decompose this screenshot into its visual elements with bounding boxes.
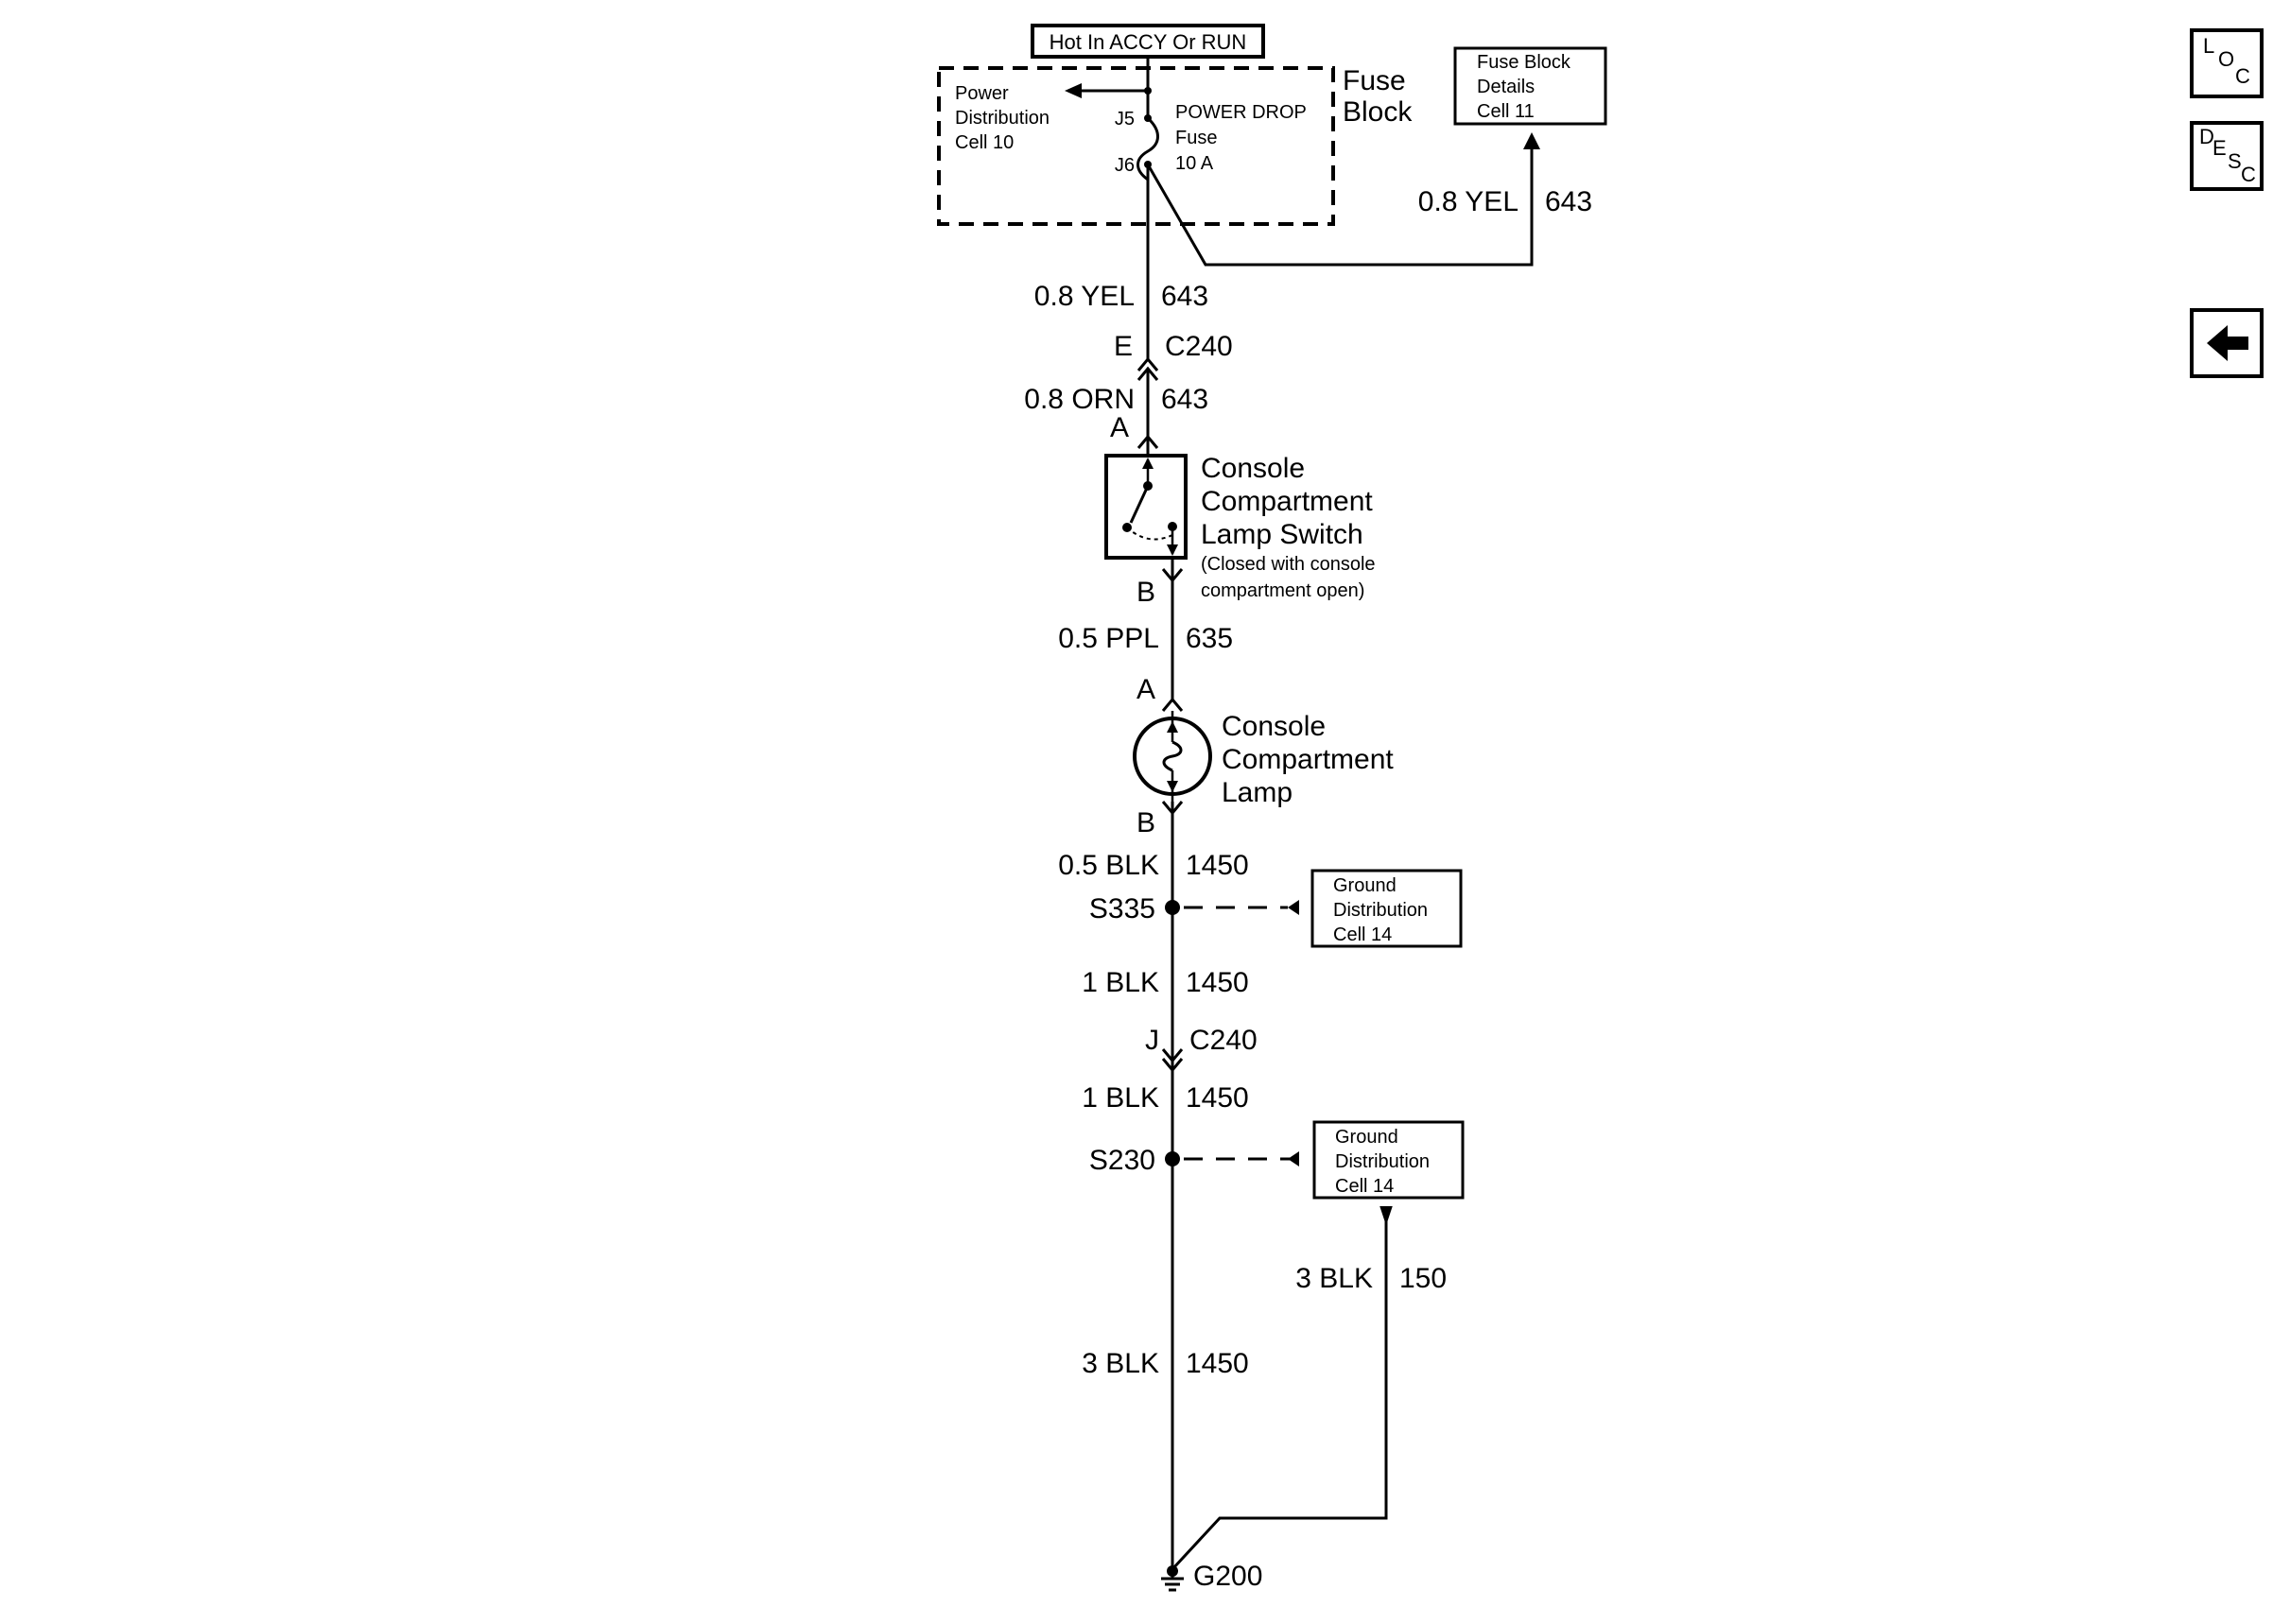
switch-blade-icon — [1129, 485, 1150, 524]
switch-name-3: Lamp Switch — [1201, 519, 1363, 550]
wire-150 — [1171, 1219, 1388, 1571]
wire-150-circuit: 150 — [1399, 1263, 1447, 1294]
wire-635-circuit: 635 — [1186, 623, 1233, 654]
hot-label: Hot In ACCY Or RUN — [1050, 30, 1247, 54]
fuse-name-3: 10 A — [1175, 153, 1214, 174]
s230-splice — [1165, 1151, 1180, 1166]
power-dist-line-3: Cell 10 — [955, 132, 1014, 153]
s335-splice — [1165, 900, 1180, 915]
loc-button[interactable]: L O C — [2190, 28, 2264, 98]
lamp-arrow-up-icon — [1167, 721, 1178, 733]
switch-pin-b: B — [1136, 577, 1155, 608]
ground-dist-2-arrow-icon — [1379, 1206, 1393, 1226]
wire-1450-c-gauge: 1 BLK — [1082, 1082, 1159, 1114]
side-wire-gauge: 0.8 YEL — [1418, 186, 1518, 217]
lamp-name-2: Compartment — [1222, 744, 1394, 775]
wire-1450-c-circuit: 1450 — [1186, 1082, 1249, 1114]
ground-dist-1-line-2: Distribution — [1333, 900, 1428, 921]
fuse-details-2: Details — [1477, 77, 1535, 97]
ground-dist-2-line-2: Distribution — [1335, 1151, 1430, 1172]
s335-label: S335 — [1089, 893, 1155, 924]
loc-letter-c: C — [2235, 64, 2250, 88]
desc-letter-d: D — [2199, 125, 2214, 148]
lamp-pin-a: A — [1136, 674, 1155, 705]
c240-j-name: C240 — [1189, 1025, 1258, 1056]
desc-button[interactable]: D E S C — [2190, 121, 2264, 191]
s230-arrow-icon — [1288, 1151, 1299, 1166]
wire-635-gauge: 0.5 PPL — [1058, 623, 1159, 654]
desc-letter-c: C — [2241, 163, 2256, 186]
fuse-block-label-2: Block — [1343, 96, 1413, 128]
switch-arrow-up-icon — [1142, 458, 1154, 469]
lamp-name-3: Lamp — [1222, 777, 1293, 808]
back-button[interactable] — [2190, 308, 2264, 378]
desc-letter-e: E — [2212, 136, 2227, 160]
lamp-name-1: Console — [1222, 711, 1326, 742]
wire-1450-b-gauge: 1 BLK — [1082, 967, 1159, 998]
ground-dist-2-line-3: Cell 14 — [1335, 1176, 1394, 1197]
wire-1450-b-circuit: 1450 — [1186, 967, 1249, 998]
fuse-details-arrow-icon — [1523, 132, 1540, 149]
fuse-details-3: Cell 11 — [1477, 101, 1535, 122]
power-dist-line-2: Distribution — [955, 108, 1050, 129]
ground-dist-2-line-1: Ground — [1335, 1127, 1398, 1148]
fuse-name-2: Fuse — [1175, 128, 1217, 148]
g200-label: G200 — [1193, 1561, 1262, 1592]
lamp-switch-box — [1104, 454, 1188, 560]
loc-letter-l: L — [2203, 34, 2214, 58]
ground-icon — [1161, 1577, 1184, 1592]
ground-dist-1-line-1: Ground — [1333, 875, 1397, 896]
wire-643-yel-circuit: 643 — [1161, 281, 1208, 312]
wire-643-orn-circuit: 643 — [1161, 384, 1208, 415]
j5-label: J5 — [1115, 109, 1135, 130]
wire-643-yel-gauge: 0.8 YEL — [1034, 281, 1135, 312]
switch-actuator-dashed — [1126, 527, 1173, 541]
s230-label: S230 — [1089, 1145, 1155, 1176]
desc-letter-s: S — [2228, 149, 2242, 173]
loc-letter-o: O — [2218, 47, 2234, 71]
power-dist-line-1: Power — [955, 83, 1009, 104]
fuse-block-outline — [937, 66, 1335, 226]
power-dist-arrow-icon — [1065, 83, 1082, 98]
lamp-pin-a-icon — [1161, 697, 1184, 712]
wire-1450-d-circuit: 1450 — [1186, 1348, 1249, 1379]
j6-label: J6 — [1115, 155, 1135, 176]
ground-dist-1-box — [1310, 869, 1463, 948]
c240-e-pin: E — [1114, 331, 1133, 362]
side-wire-circuit: 643 — [1545, 186, 1592, 217]
side-wire-643 — [1146, 142, 1534, 267]
left-arrow-icon — [2207, 325, 2248, 361]
wire-1450-a-circuit: 1450 — [1186, 850, 1249, 881]
switch-arrow-down-icon — [1167, 544, 1178, 556]
switch-note-2: compartment open) — [1201, 580, 1364, 601]
c240-e-connector-icon — [1136, 356, 1159, 371]
switch-note-1: (Closed with console — [1201, 554, 1376, 575]
fuse-details-1: Fuse Block — [1477, 52, 1571, 73]
lamp-arrow-down-icon — [1167, 781, 1178, 792]
switch-pin-a: A — [1110, 412, 1129, 443]
ground-dist-2-box — [1312, 1120, 1465, 1200]
fuse-icon — [1136, 116, 1159, 181]
c240-e-name: C240 — [1165, 331, 1233, 362]
wire-1450-a-gauge: 0.5 BLK — [1058, 850, 1159, 881]
wire-150-gauge: 3 BLK — [1295, 1263, 1373, 1294]
s335-arrow-icon — [1288, 900, 1299, 915]
wire-1450-d-gauge: 3 BLK — [1082, 1348, 1159, 1379]
fuse-details-box — [1453, 46, 1607, 126]
fuse-name-1: POWER DROP — [1175, 102, 1307, 123]
c240-j-pin: J — [1145, 1025, 1159, 1056]
lamp-filament-icon — [1162, 740, 1183, 772]
wire-643-orn-gauge: 0.8 ORN — [1024, 384, 1135, 415]
ground-dist-1-line-3: Cell 14 — [1333, 924, 1392, 945]
switch-name-2: Compartment — [1201, 486, 1373, 517]
switch-name-1: Console — [1201, 453, 1305, 484]
lamp-pin-b: B — [1136, 807, 1155, 838]
fuse-block-label-1: Fuse — [1343, 65, 1406, 96]
